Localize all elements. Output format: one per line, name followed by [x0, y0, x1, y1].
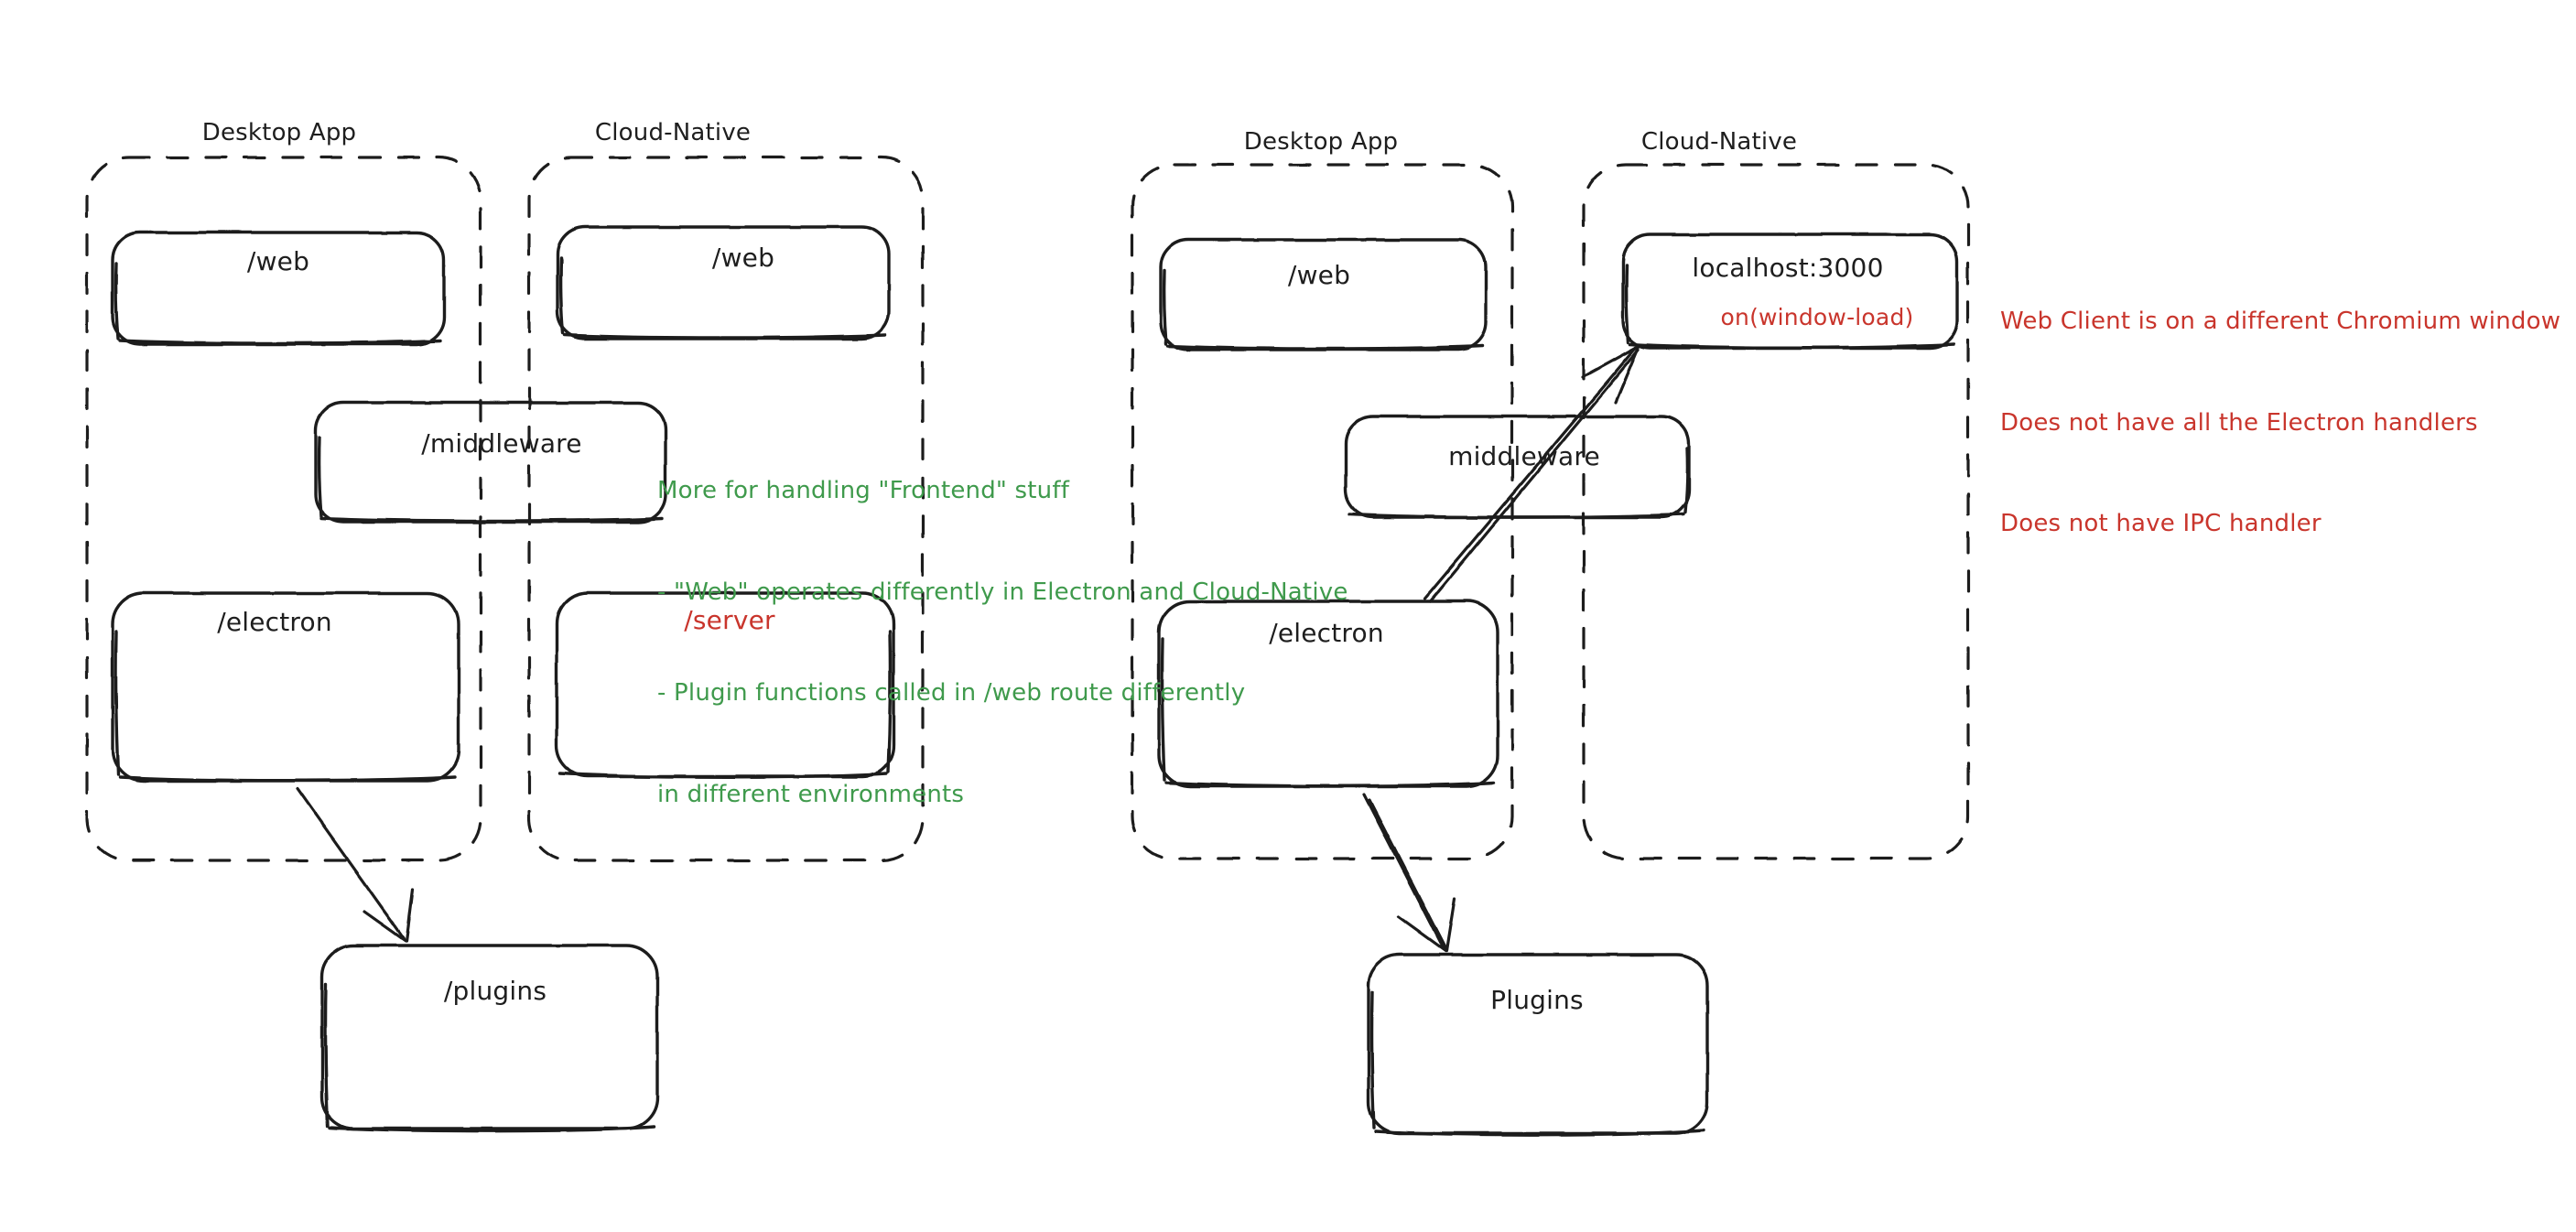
annotation-right-red: Web Client is on a different Chromium wi…: [2000, 237, 2560, 609]
node-label-right-plugins: Plugins: [1490, 985, 1584, 1015]
node-label-right-electron: /electron: [1269, 618, 1384, 648]
annotation-left-line-3: - Plugin functions called in /web route …: [657, 679, 1246, 708]
node-right-plugins-border: [1367, 953, 1709, 1137]
group-label-right-cloud-native: Cloud-Native: [1640, 128, 1798, 156]
node-right-desktop-web-border: [1159, 238, 1488, 351]
node-left-plugins-border: [320, 944, 659, 1133]
node-label-left-server: /server: [684, 605, 775, 635]
node-label-left-cloud-web: /web: [711, 243, 775, 273]
node-sublabel-right-localhost-onwindowload: on(window-load): [1720, 304, 1914, 330]
group-label-right-desktop-app: Desktop App: [1243, 128, 1399, 156]
group-label-left-cloud-native: Cloud-Native: [594, 119, 752, 146]
arrow-right-electron-to-plugins: [1362, 793, 1456, 953]
node-label-right-localhost: localhost:3000: [1692, 253, 1884, 283]
annotation-left-green: More for handling "Frontend" stuff - "We…: [657, 406, 1348, 880]
node-label-right-middleware: middleware: [1448, 441, 1600, 471]
node-label-left-plugins: /plugins: [443, 976, 547, 1006]
node-label-right-desktop-web: /web: [1287, 260, 1351, 290]
group-label-left-desktop-app: Desktop App: [201, 119, 357, 146]
node-label-left-desktop-web: /web: [246, 246, 310, 276]
annotation-right-line-2: Does not have all the Electron handlers: [2000, 408, 2478, 437]
annotation-left-line-2: - "Web" operates differently in Electron…: [657, 578, 1348, 606]
annotation-right-line-3: Does not have IPC handler: [2000, 510, 2322, 538]
node-label-left-electron: /electron: [217, 607, 332, 637]
arrow-right-electron-to-localhost: [1423, 345, 1640, 603]
node-label-left-middleware: /middleware: [421, 428, 582, 459]
annotation-left-line-1: More for handling "Frontend" stuff: [657, 476, 1070, 504]
node-left-middleware-border: [314, 401, 667, 524]
annotation-right-line-1: Web Client is on a different Chromium wi…: [2000, 307, 2561, 335]
arrow-left-electron-to-plugins: [296, 787, 415, 943]
annotation-left-line-4: in different environments: [657, 780, 965, 808]
